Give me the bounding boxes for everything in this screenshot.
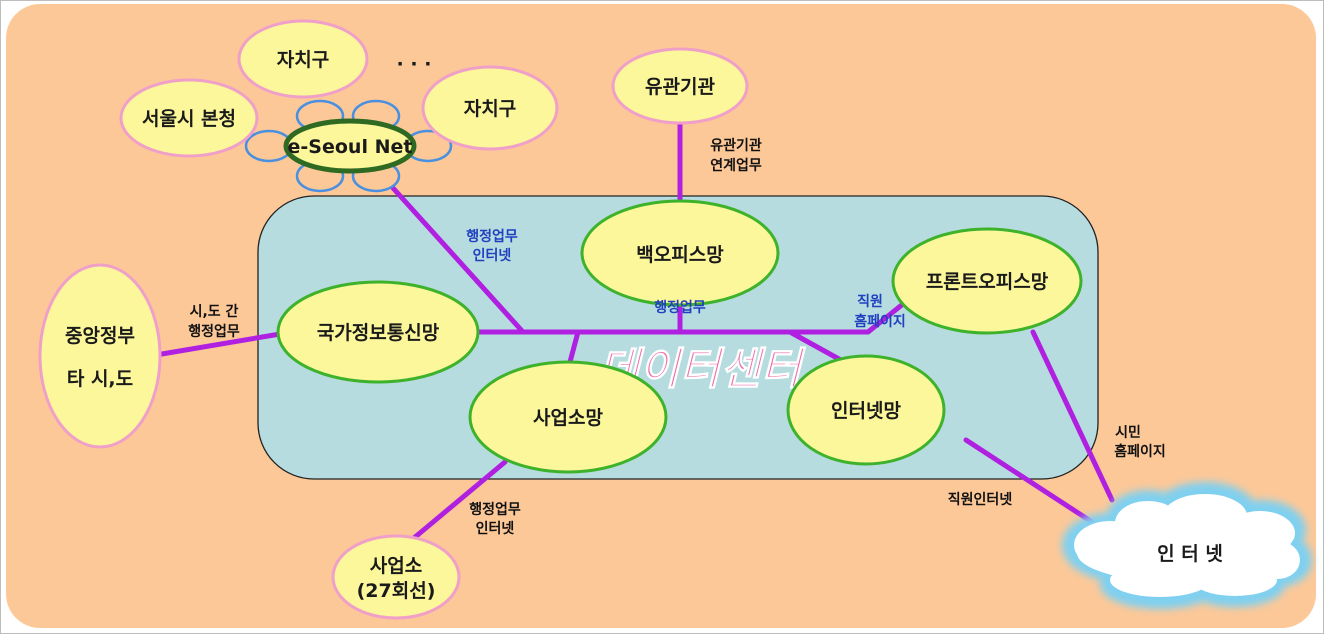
label-staff-home-2: 홈페이지 xyxy=(854,313,906,330)
link-eseoul-backbone xyxy=(390,185,526,335)
node-front-office xyxy=(891,227,1083,335)
label-national-net: 국가정보통신망 xyxy=(317,322,440,344)
node-national-net xyxy=(276,280,480,384)
internet-cloud xyxy=(1062,482,1312,609)
label-internet-cloud: 인 터 넷 xyxy=(1157,543,1223,565)
label-business-office-1: 사업소 xyxy=(370,555,422,577)
link-central-gov xyxy=(147,331,283,359)
node-jachigu-top xyxy=(237,19,369,99)
label-front-office: 프론트오피스망 xyxy=(926,271,1049,293)
label-staff-home-1: 직원 xyxy=(857,293,883,310)
label-central-gov-1: 중앙정부 xyxy=(65,325,135,347)
label-citizen-home-2: 홈페이지 xyxy=(1114,443,1166,460)
label-affiliated-line2: 연계업무 xyxy=(710,158,762,174)
link-backbone-front xyxy=(865,297,911,335)
label-eseoul-net: e-Seoul Net xyxy=(288,136,413,158)
link-front-citizen xyxy=(1030,329,1115,503)
label-internet-net: 인터넷망 xyxy=(831,400,901,422)
node-business-net xyxy=(468,360,668,474)
label-provinces-2: 행정업무 xyxy=(188,323,240,340)
label-affiliated-org: 유관기관 xyxy=(645,76,715,98)
node-business-office xyxy=(331,534,461,620)
label-admin-internet-bottom-1: 행정업무 xyxy=(469,501,521,518)
label-seoul-city-hall: 서울시 본청 xyxy=(142,108,236,130)
label-business-office-2: (27회선) xyxy=(357,580,436,602)
label-admin-internet-top-1: 행정업무 xyxy=(466,228,518,245)
label-provinces-1: 시,도 간 xyxy=(190,303,239,320)
node-jachigu-right xyxy=(421,65,559,151)
label-affiliated-line1: 유관기관 xyxy=(710,137,762,154)
link-business-up xyxy=(567,329,581,365)
link-internet-staff xyxy=(963,437,1095,525)
label-citizen-home-1: 시민 xyxy=(1115,424,1141,441)
label-staff-internet: 직원인터넷 xyxy=(948,491,1013,508)
label-jachigu-top: 자치구 xyxy=(277,49,329,71)
label-admin-internet-bottom-2: 인터넷 xyxy=(476,520,515,537)
label-central-gov-2: 타 시,도 xyxy=(67,368,133,390)
label-business-net: 사업소망 xyxy=(533,407,603,429)
label-admin-internet-top-2: 인터넷 xyxy=(473,247,512,264)
label-ellipsis: · · · xyxy=(397,53,432,75)
label-jachigu-right: 자치구 xyxy=(464,98,516,120)
node-back-office xyxy=(580,199,780,307)
node-eseoul-net xyxy=(283,118,417,174)
node-affiliated-org xyxy=(611,47,749,125)
node-central-gov xyxy=(38,263,162,449)
label-back-office: 백오피스망 xyxy=(636,244,724,266)
label-admin-work: 행정업무 xyxy=(654,299,706,316)
data-center-title: 데이터센터 xyxy=(599,344,806,395)
links xyxy=(147,117,1115,556)
node-seoul-city-hall xyxy=(119,78,259,158)
node-internet-net xyxy=(786,354,946,466)
